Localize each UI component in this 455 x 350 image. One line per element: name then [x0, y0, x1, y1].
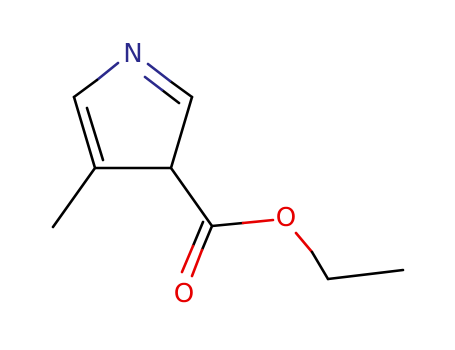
bond-n-c2-nside [95, 61, 120, 82]
bond-c4-carbonyl [169, 166, 214, 228]
bond-co-outer-c [200, 224, 214, 252]
bond-c5-n-inner-cside [160, 88, 181, 105]
bond-c-oester-c [210, 221, 245, 228]
bond-co-inner-o [180, 244, 195, 274]
atom-label-carbonyl-oxygen: O [174, 279, 194, 309]
bond-oester-ch2-c [310, 250, 330, 281]
bond-co-inner-c [191, 220, 205, 248]
bond-c3-methyl [51, 166, 97, 229]
bond-co-outer-o [190, 248, 204, 278]
bond-c4-c5 [169, 95, 194, 170]
bond-c5-n-inner-nside [143, 75, 164, 92]
bond-c2-c3-inner [85, 106, 105, 162]
bond-oester-ch2-o [294, 231, 314, 254]
bond-c5-n-outer-nside [146, 62, 172, 83]
atom-label-ester-oxygen: O [276, 203, 296, 233]
bond-c5-n-outer-cside [168, 79, 194, 99]
bond-c-oester-o [241, 218, 275, 225]
bond-n-c2-cside [72, 78, 99, 99]
atom-label-nitrogen: N [123, 39, 142, 69]
bond-ch2-ch3 [326, 268, 405, 281]
bond-c2-c3 [72, 95, 97, 170]
